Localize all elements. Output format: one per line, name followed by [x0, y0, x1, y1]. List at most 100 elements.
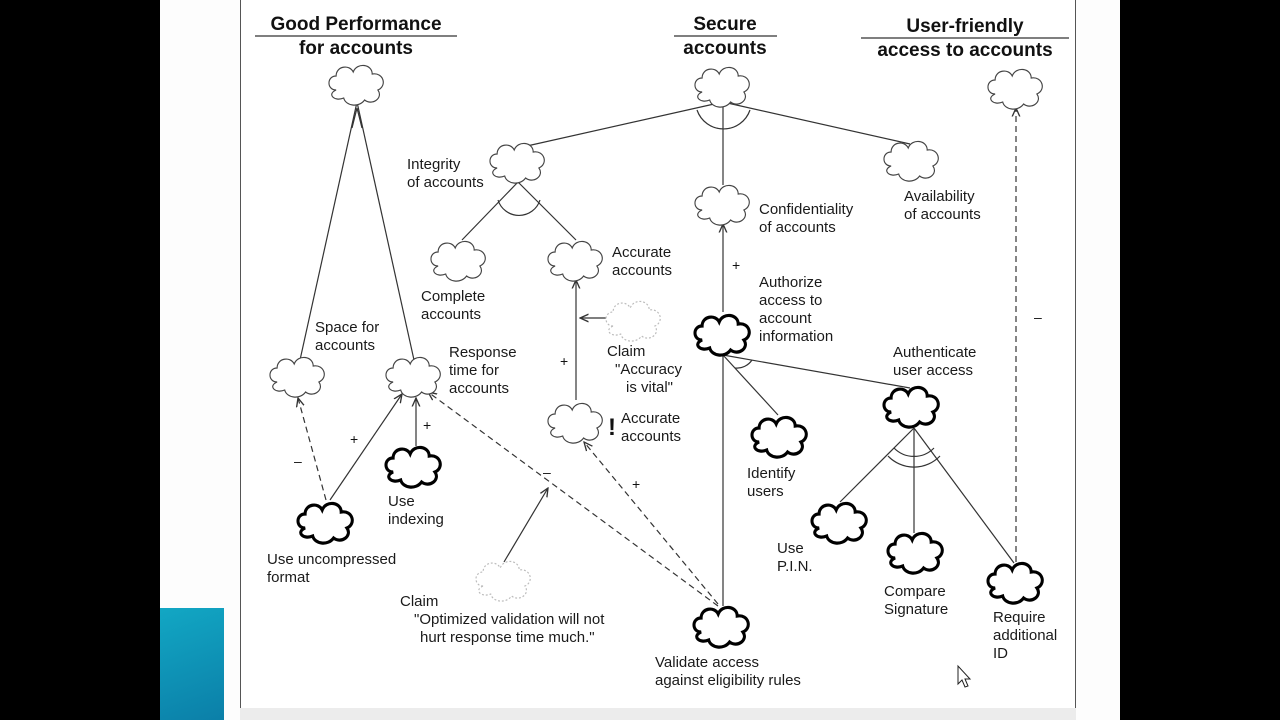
label-indexing-1: Use: [388, 493, 415, 510]
cloud-good-performance[interactable]: [328, 64, 384, 106]
title-secure-line2: accounts: [683, 38, 766, 59]
title-secure-line1: Secure: [693, 14, 756, 35]
label-response-2: time for: [449, 362, 499, 379]
label-identify-2: users: [747, 483, 784, 500]
bottom-bar: [240, 708, 1076, 720]
cloud-use-uncompressed[interactable]: [296, 501, 354, 545]
label-complete-2: accounts: [421, 306, 481, 323]
and-arc-authorize: [734, 359, 753, 369]
mouse-cursor-icon: [957, 664, 972, 688]
label-accurate-2: accounts: [612, 262, 672, 279]
sign-minus-require: –: [1034, 309, 1042, 325]
cloud-require-additional-id[interactable]: [986, 561, 1044, 605]
node-labels: Integrity of accounts Confidentiality of…: [267, 156, 1057, 689]
edge-authorize-identify: [722, 354, 779, 416]
label-authorize-2: access to: [759, 292, 822, 309]
cloud-claim-optimized[interactable]: [475, 560, 531, 602]
label-claim-accuracy-3: is vital": [626, 379, 673, 396]
critical-mark: !: [608, 414, 616, 441]
title-friendly-line2: access to accounts: [877, 40, 1052, 61]
title-friendly-line1: User-friendly: [906, 16, 1024, 37]
sign-plus-authorize: +: [732, 257, 740, 273]
label-availability-2: of accounts: [904, 206, 981, 223]
cloud-response-time[interactable]: [385, 356, 441, 398]
cloud-authorize-access[interactable]: [693, 313, 751, 357]
label-accurate-lower-2: accounts: [621, 428, 681, 445]
label-accurate-lower-1: Accurate: [621, 410, 680, 427]
and-arc-secure: [696, 109, 751, 130]
sign-minus-space: –: [294, 453, 302, 469]
cloud-use-indexing[interactable]: [384, 445, 442, 489]
edges: [298, 101, 1016, 607]
label-validate-2: against eligibility rules: [655, 672, 801, 689]
sign-plus-validate: +: [632, 476, 640, 492]
label-complete-1: Complete: [421, 288, 485, 305]
contribution-signs: + – + + + – – + !: [294, 257, 1042, 492]
cloud-authenticate-user[interactable]: [882, 385, 940, 429]
edge-uncompressed-space: [298, 398, 327, 501]
label-authenticate-2: user access: [893, 362, 973, 379]
label-space-1: Space for: [315, 319, 379, 336]
edge-perf-response: [356, 101, 415, 361]
and-arc-integrity: [497, 199, 541, 216]
label-response-3: accounts: [449, 380, 509, 397]
label-uncompressed-1: Use uncompressed: [267, 551, 396, 568]
cloud-accurate-accounts-lower[interactable]: [547, 402, 603, 444]
label-pin-2: P.I.N.: [777, 558, 813, 575]
label-pin-1: Use: [777, 540, 804, 557]
label-compare-1: Compare: [884, 583, 946, 600]
edge-validate-response: [428, 392, 719, 607]
edge-perf-space: [299, 101, 358, 361]
cloud-secure-accounts[interactable]: [694, 66, 750, 108]
label-authenticate-1: Authenticate: [893, 344, 976, 361]
label-require-2: additional: [993, 627, 1057, 644]
title-performance-line1: Good Performance: [270, 14, 441, 35]
cloud-user-friendly[interactable]: [987, 68, 1043, 110]
label-claim-optimized-2: "Optimized validation will not: [414, 611, 605, 628]
label-claim-accuracy-2: "Accuracy: [615, 361, 683, 378]
or-arc-auth-1: [893, 447, 935, 457]
cloud-space-for-accounts[interactable]: [269, 356, 325, 398]
cloud-availability[interactable]: [883, 140, 939, 182]
slide: [160, 0, 1120, 720]
slide-decoration: [160, 608, 224, 720]
edge-validate-accurate: [584, 442, 719, 605]
edge-claim-optimized: [503, 488, 548, 563]
label-accurate-1: Accurate: [612, 244, 671, 261]
label-claim-optimized-3: hurt response time much.": [420, 629, 595, 646]
label-claim-accuracy-1: Claim: [607, 343, 645, 360]
cloud-validate-access[interactable]: [692, 605, 750, 649]
label-validate-1: Validate access: [655, 654, 759, 671]
sign-plus-accurate: +: [560, 353, 568, 369]
label-integrity-2: of accounts: [407, 174, 484, 191]
edge-secure-availability: [722, 101, 911, 145]
cloud-complete-accounts[interactable]: [430, 240, 486, 282]
title-performance-line2: for accounts: [299, 38, 413, 59]
edge-auth-pin: [839, 427, 915, 503]
cloud-integrity[interactable]: [489, 142, 545, 184]
edge-uncompressed-response: [329, 394, 402, 501]
cloud-claim-accuracy[interactable]: [605, 300, 661, 342]
sign-minus-validate: –: [543, 464, 551, 480]
label-authorize-3: account: [759, 310, 812, 327]
goal-titles: Good Performance for accounts Secure acc…: [270, 14, 1052, 61]
cloud-identify-users[interactable]: [750, 415, 808, 459]
cloud-use-pin[interactable]: [810, 501, 868, 545]
label-confidentiality-2: of accounts: [759, 219, 836, 236]
edge-authorize-authenticate: [722, 354, 911, 389]
sign-plus-uncompressed: +: [350, 431, 358, 447]
edge-integrity-complete: [461, 181, 519, 241]
label-authorize-4: information: [759, 328, 833, 345]
label-response-1: Response: [449, 344, 517, 361]
label-indexing-2: indexing: [388, 511, 444, 528]
label-claim-optimized-1: Claim: [400, 593, 438, 610]
and-arc-perf: [351, 107, 363, 129]
cloud-confidentiality[interactable]: [694, 184, 750, 226]
or-arc-auth-2: [887, 455, 941, 468]
diagram-frame: [240, 0, 1076, 710]
label-require-3: ID: [993, 645, 1008, 662]
label-require-1: Require: [993, 609, 1046, 626]
cloud-accurate-accounts[interactable]: [547, 240, 603, 282]
edge-integrity-accurate: [517, 181, 577, 241]
cloud-compare-signature[interactable]: [886, 531, 944, 575]
